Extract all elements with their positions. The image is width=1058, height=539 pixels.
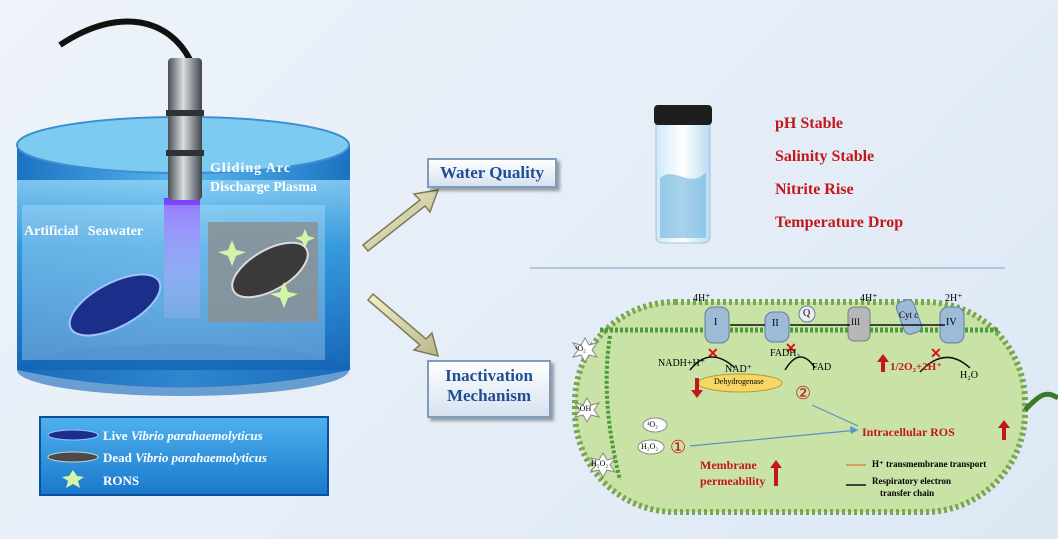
proton-4h-b: 4H⁺ (860, 293, 878, 304)
live-bacterium (68, 273, 162, 337)
in-o2-label: ¹O₂ (647, 420, 658, 429)
artificial-seawater-label: Artificial Seawater (24, 224, 144, 239)
complex-ii (764, 311, 790, 343)
inhibit-mark: ✕ (930, 347, 942, 362)
complex-i (704, 306, 730, 344)
complex-ii-label: II (772, 318, 779, 329)
inhibit-mark: ✕ (707, 347, 719, 362)
legend-live: Live Vibrio parahaemolyticus (103, 428, 263, 443)
legend-dead: Dead Vibrio parahaemolyticus (103, 450, 267, 465)
inhibit-mark: ✕ (785, 342, 797, 357)
proton-2h: 2H⁺ (945, 293, 963, 304)
membrane-label-2: permeability (700, 474, 766, 488)
arrow-water-quality (361, 189, 440, 253)
complex-iv-label: IV (946, 317, 957, 328)
ros-arrow (689, 429, 859, 447)
legend-h-label: H⁺ transmembrane transport (872, 459, 987, 469)
membrane-label-1: Membrane (700, 458, 757, 472)
ros-o2-label: ¹O₂ (575, 344, 586, 353)
legend-rons: RONS (103, 473, 140, 488)
legend-dead-icon (47, 451, 99, 463)
legend-box (39, 416, 329, 496)
dehydrogenase-label: Dehydrogenase (714, 377, 764, 386)
ros-burst (589, 451, 617, 479)
complex-iii (847, 306, 871, 342)
wq-item-ph: pH Stable (775, 115, 844, 132)
proton-4h-a: 4H⁺ (693, 293, 711, 304)
fad-label: FAD (812, 362, 832, 373)
ros-oh-label: ·OH (577, 404, 592, 413)
legend-rons-icon (62, 470, 84, 488)
wq-item-salinity: Salinity Stable (775, 148, 875, 165)
rons-star (218, 240, 246, 266)
plasma-probe (168, 58, 202, 200)
intracellular-ros-label: Intracellular ROS (862, 425, 955, 439)
complex-q (798, 305, 816, 323)
water-quality-box: Water Quality (427, 158, 557, 188)
step-1: ① (670, 437, 687, 457)
bottle-cap (654, 105, 712, 125)
probe-cable (58, 18, 193, 62)
plasma-label-line2: Discharge Plasma (210, 180, 317, 195)
complex-cytc-label: Cyt c (899, 310, 919, 320)
in-h2o2-label: H₂O₂ (641, 442, 659, 451)
flagellum (1023, 391, 1058, 412)
complex-q-label: Q (803, 308, 811, 319)
rons-star (295, 229, 315, 248)
wq-item-nitrite: Nitrite Rise (775, 181, 854, 198)
complex-i-label: I (714, 317, 718, 328)
ros-burst (571, 336, 599, 364)
nad-label: NAD⁺ (725, 364, 752, 375)
plasma-beam (164, 198, 200, 318)
complex-iii-label: III (851, 317, 860, 327)
arrow-inactivation (366, 292, 440, 358)
ros-burst (573, 396, 601, 424)
rons-star (270, 282, 298, 308)
ros-h2o2-label: H₂O₂ (591, 459, 609, 468)
wq-item-temperature: Temperature Drop (775, 214, 904, 231)
water-label: H₂O (960, 370, 978, 381)
oxygen-label: 1/2O₂+2H⁺ (890, 361, 943, 373)
plasma-label-line1: Gliding Arc (210, 161, 292, 176)
nadh-label: NADH+H⁺ (658, 358, 706, 369)
bacterial-cell (572, 299, 1028, 515)
fadh2-label: FADH₂ (770, 348, 800, 359)
legend-etc-label-1: Respiratory electron (872, 476, 952, 486)
dead-bacterium (231, 241, 309, 299)
legend-live-icon (47, 429, 99, 441)
step-2: ② (795, 383, 812, 403)
legend-etc-label-2: transfer chain (880, 488, 935, 498)
